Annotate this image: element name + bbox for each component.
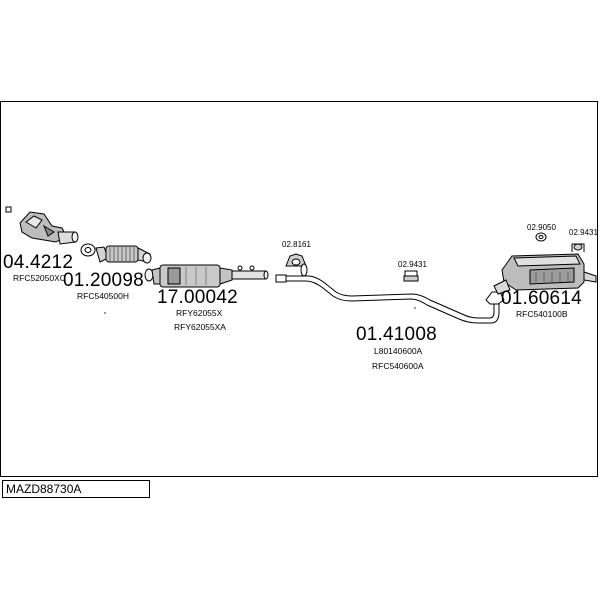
particulate-filter-number: 17.00042: [157, 287, 238, 308]
particulate-filter-drawing: [144, 264, 269, 288]
front-catalyst-ref: RFC52050XC: [13, 273, 66, 283]
rear-silencer-number: 01.60614: [501, 288, 582, 309]
middle-pipe-ref-2: RFC540600A: [372, 361, 424, 371]
clamp-rear-drawing: [535, 232, 547, 242]
diagram-frame: [0, 101, 598, 477]
front-catalyst-drawing: [19, 211, 79, 245]
hanger-a-number: 02.8161: [282, 240, 311, 249]
rear-silencer-ref: RFC540100B: [516, 309, 568, 319]
middle-pipe-drawing: [275, 263, 505, 324]
dot: [104, 312, 106, 314]
dot: [414, 307, 416, 309]
middle-pipe-ref-1: L80140600A: [374, 346, 423, 356]
hanger-rear-drawing: [571, 243, 585, 252]
front-catalyst-number: 04.4212: [3, 252, 74, 273]
hanger-b-drawing: [403, 270, 419, 282]
middle-pipe-number: 01.41008: [356, 324, 437, 345]
front-pipe-number: 01.20098: [63, 270, 144, 291]
particulate-filter-ref-2: RFY62055XA: [174, 322, 226, 332]
front-pipe-ref: RFC540500H: [77, 291, 129, 301]
marker-square: [5, 206, 12, 213]
front-pipe-drawing: [80, 243, 152, 264]
hanger-b-number: 02.9431: [398, 260, 427, 269]
rear-silencer-drawing: [493, 253, 597, 295]
diagram-code-label: MAZD88730A: [2, 480, 150, 498]
particulate-filter-ref-1: RFY62055X: [176, 308, 223, 318]
clamp-rear-number: 02.9050: [527, 223, 556, 232]
hanger-rear-number: 02.9431: [569, 228, 598, 237]
